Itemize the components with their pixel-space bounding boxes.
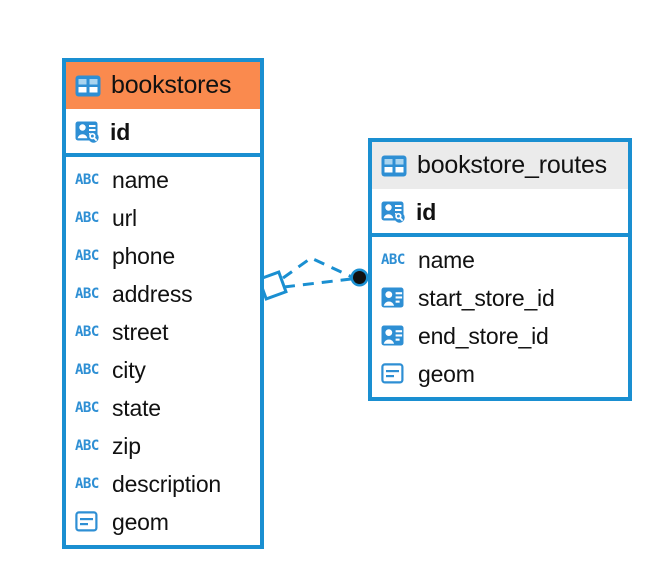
field-label-id: id <box>416 199 437 225</box>
entity-table-bookstores[interactable]: bookstores <box>62 58 264 549</box>
field-row-zip[interactable]: ABC zip <box>66 427 260 465</box>
table-grid-icon <box>381 155 407 177</box>
abc-text-icon: ABC <box>75 172 99 188</box>
field-row-name[interactable]: ABC name <box>66 161 260 199</box>
field-label-address: address <box>112 280 193 307</box>
abc-text-icon: ABC <box>75 324 99 340</box>
field-label-city: city <box>112 356 146 383</box>
field-label-id: id <box>110 119 131 145</box>
field-row-end-store-id[interactable]: end_store_id <box>372 317 628 355</box>
field-label-name: name <box>418 246 475 273</box>
field-row-start-store-id[interactable]: start_store_id <box>372 279 628 317</box>
field-row-address[interactable]: ABC address <box>66 275 260 313</box>
field-row-geom[interactable]: geom <box>66 503 260 541</box>
primary-key-section-bookstore-routes: id <box>372 189 628 237</box>
abc-text-icon: ABC <box>75 210 99 226</box>
table-grid-icon <box>75 75 101 97</box>
field-row-city[interactable]: ABC city <box>66 351 260 389</box>
entity-title-bookstores: bookstores <box>111 71 232 99</box>
abc-text-icon: ABC <box>75 248 99 264</box>
foreign-key-icon <box>381 287 409 309</box>
geometry-icon <box>75 511 103 533</box>
abc-text-icon: ABC <box>75 400 99 416</box>
field-label-state: state <box>112 394 161 421</box>
field-label-street: street <box>112 318 169 345</box>
foreign-key-icon <box>381 325 409 347</box>
field-row-description[interactable]: ABC description <box>66 465 260 503</box>
field-label-geom: geom <box>418 360 475 387</box>
field-row-id[interactable]: id <box>66 112 260 153</box>
filled-circle-marker <box>350 268 369 287</box>
field-row-name[interactable]: ABC name <box>372 241 628 279</box>
field-label-geom: geom <box>112 508 169 535</box>
field-row-id[interactable]: id <box>372 192 628 233</box>
abc-text-icon: ABC <box>381 252 405 268</box>
field-label-url: url <box>112 204 137 231</box>
entity-header-bookstore-routes[interactable]: bookstore_routes <box>372 142 628 189</box>
entity-header-bookstores[interactable]: bookstores <box>66 62 260 109</box>
abc-text-icon: ABC <box>75 438 99 454</box>
field-label-zip: zip <box>112 432 141 459</box>
fields-section-bookstores: ABC name ABC url ABC phone ABC address A… <box>66 157 260 545</box>
field-row-street[interactable]: ABC street <box>66 313 260 351</box>
relationship-line-upper <box>282 256 353 280</box>
primary-key-icon <box>381 200 407 226</box>
entity-table-bookstore-routes[interactable]: bookstore_routes <box>368 138 632 401</box>
entity-title-bookstore-routes: bookstore_routes <box>417 151 607 179</box>
geometry-icon <box>381 363 409 385</box>
fields-section-bookstore-routes: ABC name start_store_id <box>372 237 628 397</box>
field-row-geom[interactable]: geom <box>372 355 628 393</box>
field-label-start-store-id: start_store_id <box>418 284 555 311</box>
primary-key-section-bookstores: id <box>66 109 260 157</box>
abc-text-icon: ABC <box>75 362 99 378</box>
field-row-state[interactable]: ABC state <box>66 389 260 427</box>
abc-text-icon: ABC <box>75 286 99 302</box>
relationship-line-lower <box>283 277 352 289</box>
field-label-description: description <box>112 470 222 497</box>
field-row-url[interactable]: ABC url <box>66 199 260 237</box>
field-label-name: name <box>112 166 169 193</box>
field-label-phone: phone <box>112 242 175 269</box>
primary-key-icon <box>75 120 101 146</box>
field-label-end-store-id: end_store_id <box>418 322 549 349</box>
abc-text-icon: ABC <box>75 476 99 492</box>
field-row-phone[interactable]: ABC phone <box>66 237 260 275</box>
